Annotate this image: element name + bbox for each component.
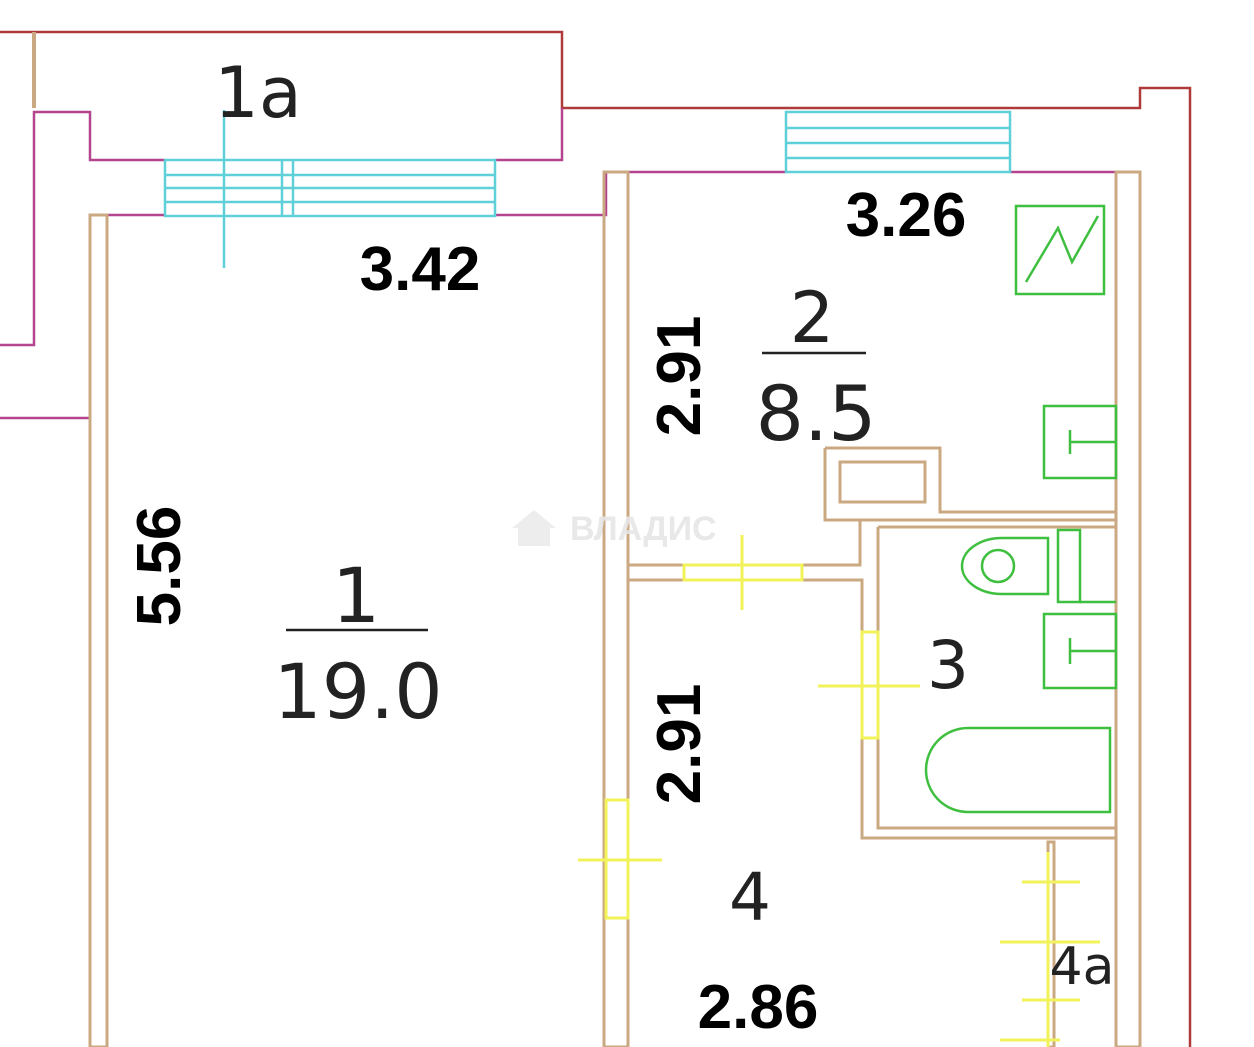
house-icon — [512, 510, 556, 546]
watermark-text: ВЛАДИС — [570, 510, 717, 548]
room-4-number: 4 — [729, 859, 771, 936]
kitchen-sink-icon — [1042, 404, 1118, 480]
doors — [578, 535, 1100, 1047]
window-room2 — [784, 110, 1012, 174]
dim-room1-width: 3.42 — [360, 235, 481, 304]
room-labels: 1a 1 19.0 2 8.5 3 4 4a — [214, 52, 1114, 997]
room-4a-number: 4a — [1050, 937, 1115, 997]
room-1a-number: 1a — [214, 52, 301, 134]
dim-room1-length: 5.56 — [125, 506, 194, 627]
inner-walls — [88, 170, 1142, 1047]
room-1-area: 19.0 — [273, 647, 442, 736]
stove-icon — [1014, 204, 1106, 296]
dimensions: 3.42 5.56 3.26 2.91 2.91 2.86 — [125, 181, 966, 1042]
windows — [163, 110, 1012, 268]
toilet-icon — [960, 528, 1116, 604]
door-closet-4a — [1000, 852, 1100, 1047]
bathtub-icon — [924, 726, 1112, 814]
dim-room2-length: 2.91 — [645, 316, 714, 437]
bathroom-sink-icon — [1042, 612, 1118, 690]
door-room2 — [682, 535, 804, 610]
dim-room2-width: 3.26 — [846, 181, 967, 250]
room-1-number: 1 — [332, 551, 380, 640]
room-3-number: 3 — [927, 627, 969, 704]
watermark: ВЛАДИС — [512, 510, 717, 548]
dim-room4-length: 2.91 — [645, 684, 714, 805]
door-bathroom — [818, 630, 920, 740]
dim-room4-width: 2.86 — [698, 973, 819, 1042]
door-room1 — [578, 798, 662, 920]
fixtures — [924, 204, 1118, 814]
room-2-area: 8.5 — [756, 369, 877, 458]
window-room1 — [163, 110, 497, 268]
room-2-number: 2 — [790, 277, 835, 359]
